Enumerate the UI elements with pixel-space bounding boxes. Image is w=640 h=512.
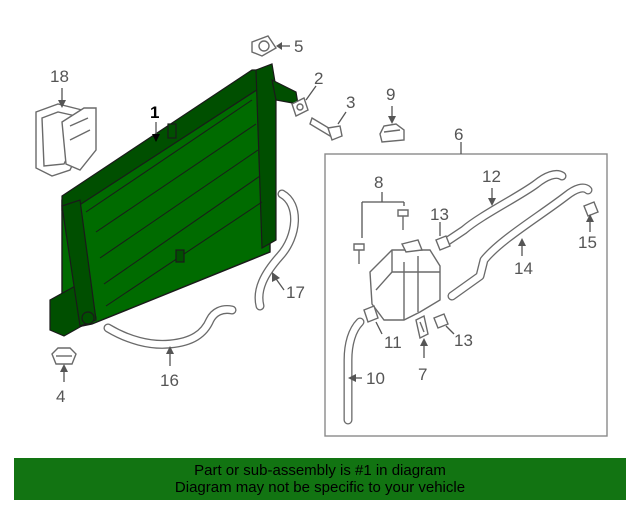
callout-4[interactable]: 4 [56,387,65,406]
callout-1[interactable]: 1 [150,103,159,122]
part-3-bolt[interactable] [309,116,343,141]
arrow-12 [488,198,496,206]
part-4-mount[interactable] [51,347,77,365]
callout-8[interactable]: 8 [374,173,383,192]
leader-11 [375,321,383,335]
arrow-9 [388,116,396,124]
callout-14[interactable]: 14 [514,259,533,278]
callout-18[interactable]: 18 [50,67,69,86]
callout-11[interactable]: 11 [384,333,402,352]
part-8-bolts[interactable] [353,209,409,264]
arrow-18 [58,100,66,108]
arrow-5 [276,42,282,50]
arrow-7 [420,338,428,346]
info-banner: Part or sub-assembly is #1 in diagram Di… [14,458,626,500]
banner-line-1: Part or sub-assembly is #1 in diagram [194,462,446,479]
callout-13-lower[interactable]: 13 [454,331,473,350]
part-12-hose[interactable] [441,169,567,247]
part-7-bracket[interactable] [415,314,429,340]
callout-15[interactable]: 15 [578,233,597,252]
part-15-clip[interactable] [583,201,599,217]
banner-line-2: Diagram may not be specific to your vehi… [174,479,466,496]
arrow-15 [586,214,594,222]
part-11-clip[interactable] [363,305,379,323]
part-6-assembly-box [324,153,608,437]
callout-3[interactable]: 3 [346,93,355,112]
leader-2 [305,85,317,101]
callout-12[interactable]: 12 [482,167,501,186]
arrow-10 [348,374,356,382]
part-13-clip-upper[interactable] [435,235,451,251]
part-10-hose[interactable] [343,317,365,425]
leader-3 [337,111,347,125]
arrow-1 [152,134,160,142]
part-13-clip-lower[interactable] [433,313,449,329]
callout-7[interactable]: 7 [418,365,427,384]
parts-diagram: 18 1 5 2 3 9 [35,35,608,437]
callout-17[interactable]: 17 [286,283,305,302]
callout-10[interactable]: 10 [366,369,385,388]
callout-16[interactable]: 16 [160,371,179,390]
part-17-upper-hose[interactable] [254,189,299,311]
part-2-grommet[interactable] [291,97,309,117]
reservoir-tank[interactable] [369,239,441,321]
part-9-cap[interactable] [379,123,405,143]
callout-6[interactable]: 6 [454,125,463,144]
part-18-air-guide[interactable] [35,103,97,177]
callout-2[interactable]: 2 [314,69,323,88]
callout-5[interactable]: 5 [294,37,303,56]
leader-13-lower [445,325,455,335]
callout-9[interactable]: 9 [386,85,395,104]
arrow-4 [60,364,68,372]
part-14-hose[interactable] [447,183,593,301]
part-5-cap[interactable] [251,35,277,57]
arrow-16 [166,346,174,354]
leader-8 [361,192,405,238]
arrow-14 [518,238,526,246]
arrow-17 [272,272,280,282]
callout-13-upper[interactable]: 13 [430,205,449,224]
part-1-radiator[interactable] [49,63,299,337]
part-16-lower-hose[interactable] [103,305,237,349]
